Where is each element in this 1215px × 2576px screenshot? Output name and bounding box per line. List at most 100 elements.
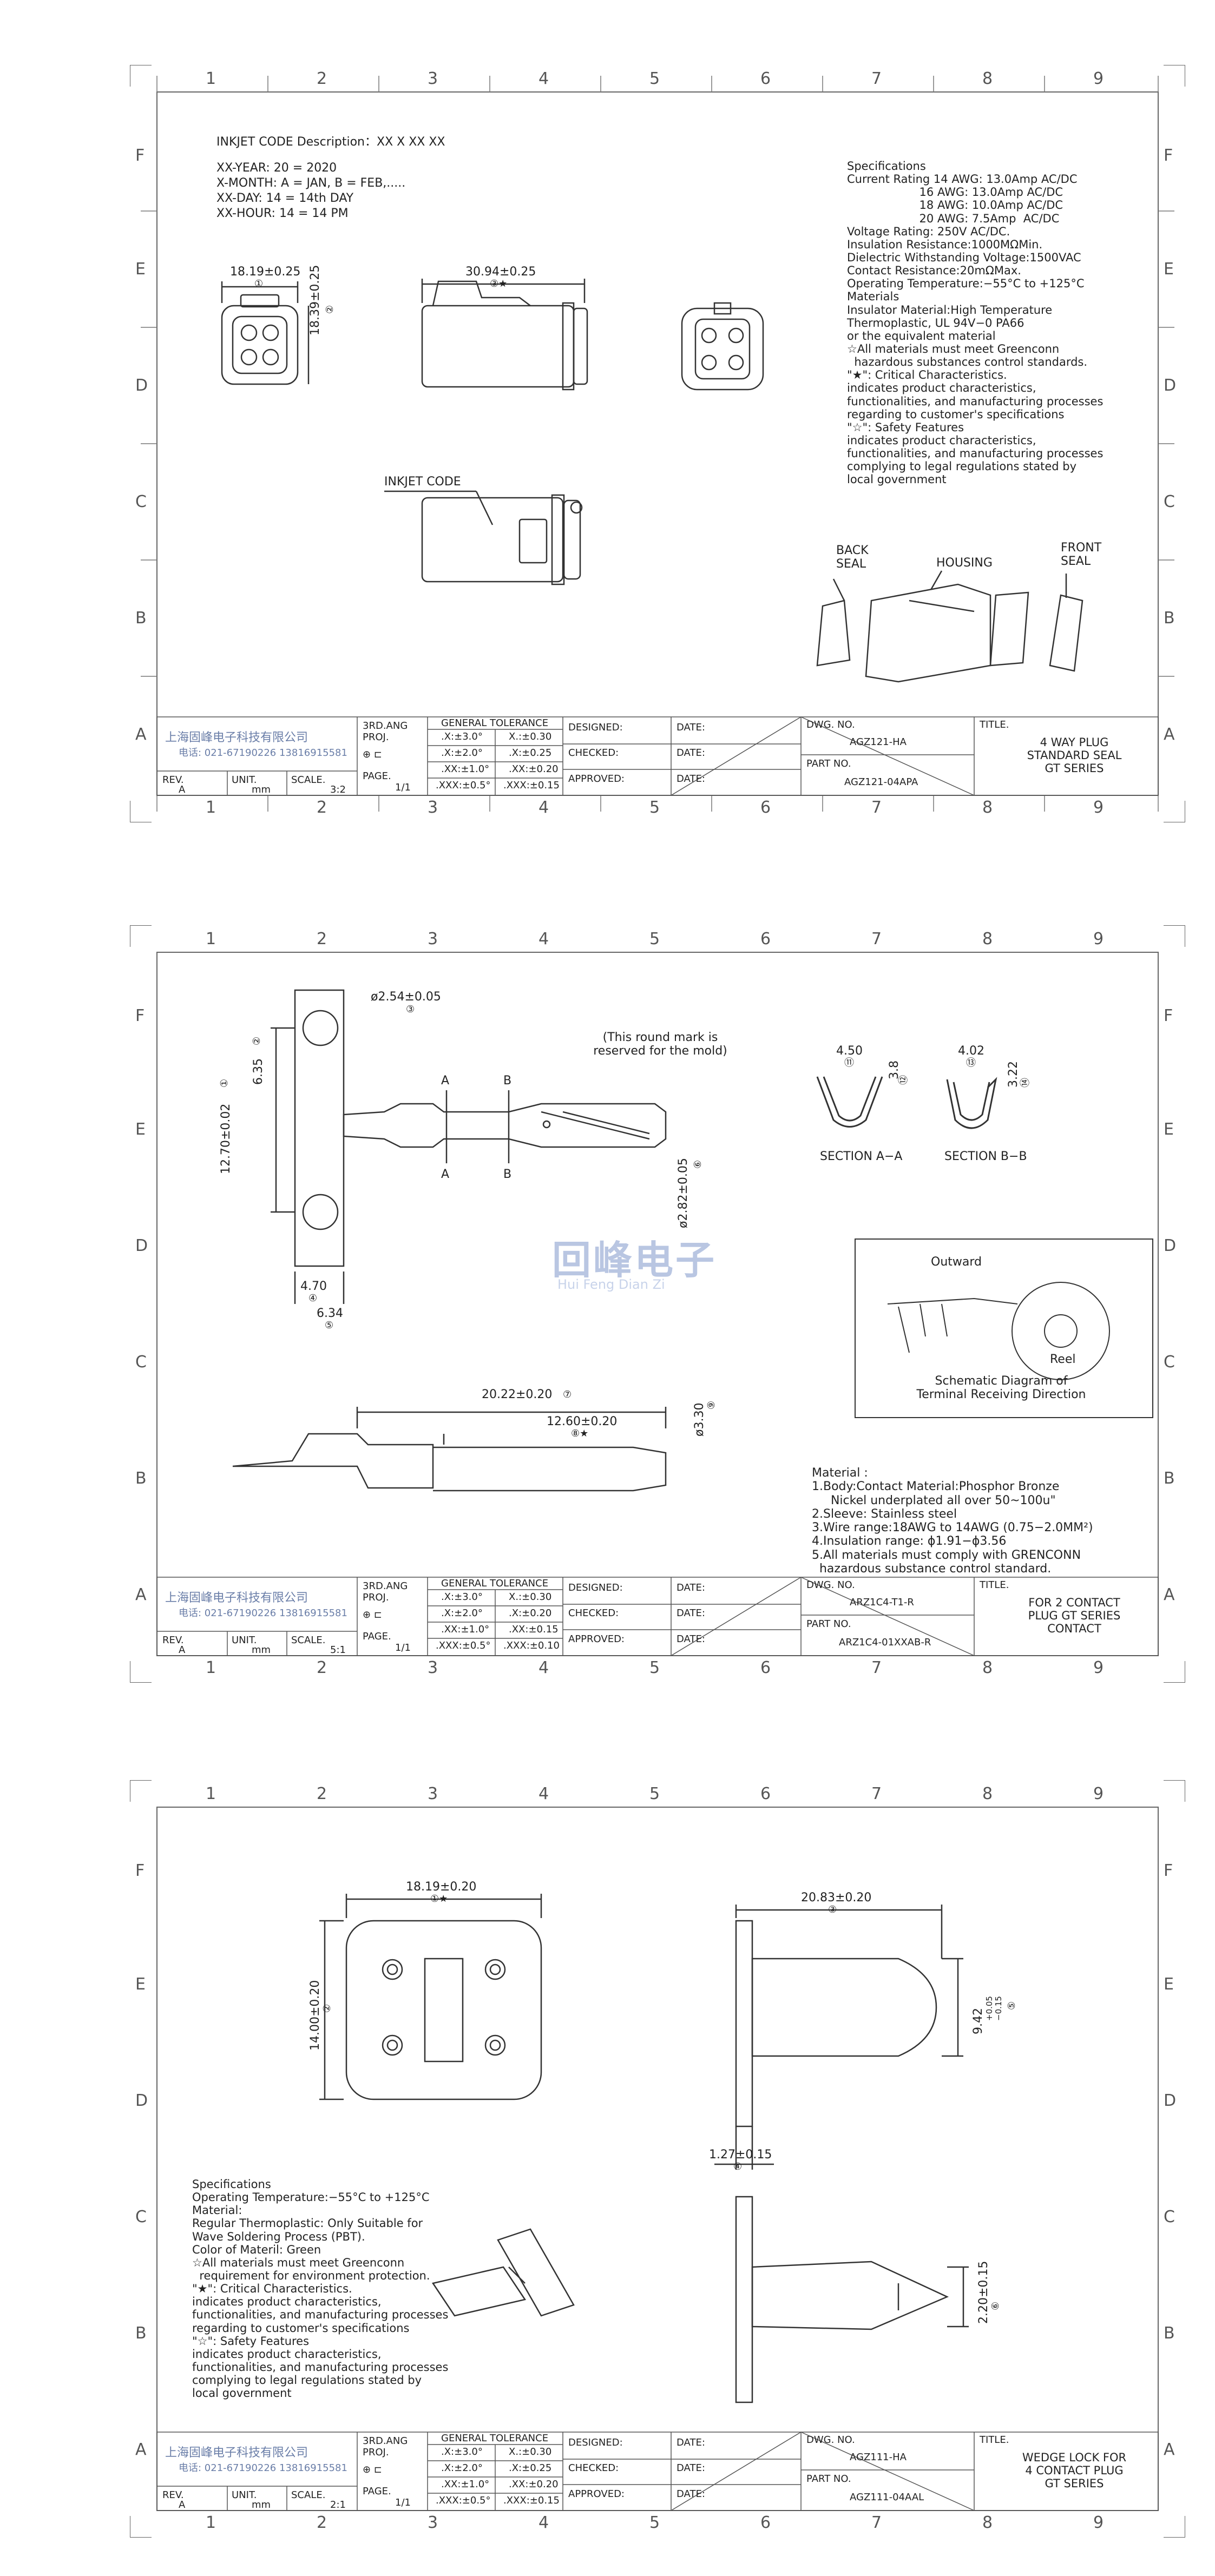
tol-b-0: X.:±0.30: [509, 1591, 552, 1603]
spec-line: regarding to customer's specifications: [192, 2321, 410, 2335]
spec-line: indicates product characteristics,: [192, 2347, 382, 2361]
grid-col-3-bottom: 3: [428, 2513, 438, 2532]
spec-line: Dielectric Withstanding Voltage:1500VAC: [847, 251, 1081, 264]
dwg-no-label: DWG. NO.: [806, 719, 855, 730]
grid-row-c: C: [135, 2208, 147, 2226]
spec-line: requirement for environment protection.: [192, 2269, 430, 2282]
spec-line: Color of Materil: Green: [192, 2243, 321, 2256]
rev-value: A: [179, 784, 186, 795]
company-logo-text: 上海固峰电子科技有限公司: [165, 1591, 308, 1605]
section-a-marker: A: [441, 1074, 450, 1088]
grid-col-7-bottom: 7: [871, 1658, 882, 1677]
spec-line: Insulator Material:High Temperature: [847, 303, 1053, 317]
grid-col-9: 9: [1093, 1784, 1104, 1803]
material-line: 2.Sleeve: Stainless steel: [812, 1507, 957, 1521]
date-label: DATE:: [677, 747, 705, 759]
grid-col-1-bottom: 1: [206, 798, 216, 817]
date-label: DATE:: [677, 1633, 705, 1645]
grid-col-8-bottom: 8: [982, 2513, 993, 2532]
grid-col-4-bottom: 4: [538, 2513, 549, 2532]
drawing-title: WEDGE LOCK FOR 4 CONTACT PLUG GT SERIES: [1022, 2451, 1127, 2491]
spec-line: Specifications: [847, 160, 926, 173]
spec-line: hazardous substances control standards.: [847, 355, 1088, 369]
dim-strip-width-tag: ⑤: [325, 1320, 334, 1331]
general-tolerance-label: GENERAL TOLERANCE: [441, 1578, 549, 1589]
tol-b-3: .XXX:±0.10: [503, 1640, 560, 1651]
projection-label: 3RD.ANG PROJ.: [363, 720, 408, 743]
spec-line: Operating Temperature:−55°C to +125°C: [847, 277, 1085, 291]
material-line: 4.Insulation range: ϕ1.91−ϕ3.56: [812, 1534, 1007, 1549]
sheet-1-linework: [130, 65, 1185, 822]
inkjet-code-label: INKJET CODE: [384, 475, 461, 489]
page-label: PAGE.: [363, 770, 391, 782]
approved-label: APPROVED:: [568, 2488, 625, 2500]
spec-line: functionalities, and manufacturing proce…: [192, 2360, 449, 2374]
company-contact: 电话: 021-67190226 13816915581: [179, 1607, 347, 1619]
grid-row-b: B: [135, 609, 147, 628]
spec-line: 20 AWG: 7.5Amp AC/DC: [847, 212, 1060, 225]
section-a-label: SECTION A−A: [820, 1150, 903, 1163]
dim-contact-diameter: ø2.82±0.05: [677, 1158, 690, 1228]
grid-col-5-bottom: 5: [649, 2513, 660, 2532]
section-a-width: 4.50: [836, 1044, 863, 1058]
drawing-sheet-1: 1 2 3 4 5 6 7 8 9 F E D C B A 1 2 3 4 5 …: [130, 65, 1185, 822]
sheet-3-linework: [130, 1780, 1185, 2538]
spec-line: Material:: [192, 2204, 242, 2217]
projection-symbol-icon: ⊕ ⊏: [363, 2464, 382, 2475]
grid-col-8-bottom: 8: [982, 798, 993, 817]
page-value: 1/1: [395, 2497, 411, 2508]
material-line: 3.Wire range:18AWG to 14AWG (0.75−2.0MM²…: [812, 1521, 1093, 1535]
dim-wedge-body: 9.42: [971, 2008, 985, 2034]
round-mark-note: (This round mark is reserved for the mol…: [593, 1031, 727, 1058]
grid-row-b-right: B: [1164, 609, 1175, 628]
title-label: TITLE.: [980, 2434, 1009, 2446]
spec-line: "☆": Safety Features: [192, 2334, 310, 2348]
grid-col-9-bottom: 9: [1093, 798, 1104, 817]
spec-line: indicates product characteristics,: [847, 433, 1036, 447]
date-label: DATE:: [677, 2488, 705, 2500]
grid-col-7-bottom: 7: [871, 798, 882, 817]
spec-line: Specifications: [192, 2178, 271, 2191]
spec-line: local government: [192, 2387, 292, 2400]
tol-a-1: .X:±2.0°: [441, 1607, 483, 1619]
rev-label: REV.: [162, 1635, 184, 1646]
dim-half-pitch: 6.35: [252, 1058, 265, 1085]
dim-pitch-tag: ①: [219, 1078, 230, 1088]
part-no-label: PART NO.: [806, 2473, 851, 2485]
dim-sleeve-length-tag: ⑧★: [571, 1428, 589, 1439]
grid-row-a-right: A: [1164, 725, 1175, 744]
unit-value: mm: [252, 784, 271, 795]
grid-col-1: 1: [206, 69, 216, 88]
grid-row-f: F: [135, 146, 145, 165]
drawing-sheet-2: 1 2 3 4 5 6 7 8 9 F E D C B A 1 2 3 4 5 …: [130, 925, 1185, 1683]
grid-row-e: E: [135, 1975, 146, 1994]
grid-row-d: D: [135, 376, 148, 395]
tol-b-1: .X:±0.20: [509, 1607, 552, 1619]
grid-col-3: 3: [428, 69, 438, 88]
dim-tip-height-tag: ⑥: [990, 2301, 1001, 2310]
grid-col-7: 7: [871, 930, 882, 948]
company-logo-text: 上海固峰电子科技有限公司: [165, 731, 308, 745]
inkjet-line-hour: XX-HOUR: 14 = 14 PM: [216, 207, 349, 220]
grid-col-3-bottom: 3: [428, 1658, 438, 1677]
tol-a-2: .XX:±1.0°: [441, 2479, 490, 2490]
grid-col-8-bottom: 8: [982, 1658, 993, 1677]
grid-col-6-bottom: 6: [760, 798, 771, 817]
grid-col-1: 1: [206, 1784, 216, 1803]
outward-label: Outward: [931, 1255, 982, 1269]
spec-line: functionalities, and manufacturing proce…: [847, 394, 1104, 408]
dim-wedge-length-tag: ③: [828, 1904, 837, 1915]
unit-label: UNIT.: [232, 2489, 257, 2501]
tol-a-2: .XX:±1.0°: [441, 763, 490, 775]
grid-col-2: 2: [317, 1784, 327, 1803]
spec-line: Operating Temperature:−55°C to +125°C: [192, 2191, 430, 2204]
inkjet-line-day: XX-DAY: 14 = 14th DAY: [216, 192, 354, 205]
dim-housing-height-tag: ②: [324, 305, 336, 314]
grid-col-1: 1: [206, 930, 216, 948]
section-b-marker: B: [503, 1074, 512, 1088]
spec-line: Wave Soldering Process (PBT).: [192, 2230, 365, 2243]
spec-line: Voltage Rating: 250V AC/DC.: [847, 225, 1010, 238]
tol-a-0: .X:±3.0°: [441, 731, 483, 742]
dim-sleeve-diameter: ø3.30: [693, 1402, 706, 1437]
grid-row-f: F: [135, 1861, 145, 1880]
